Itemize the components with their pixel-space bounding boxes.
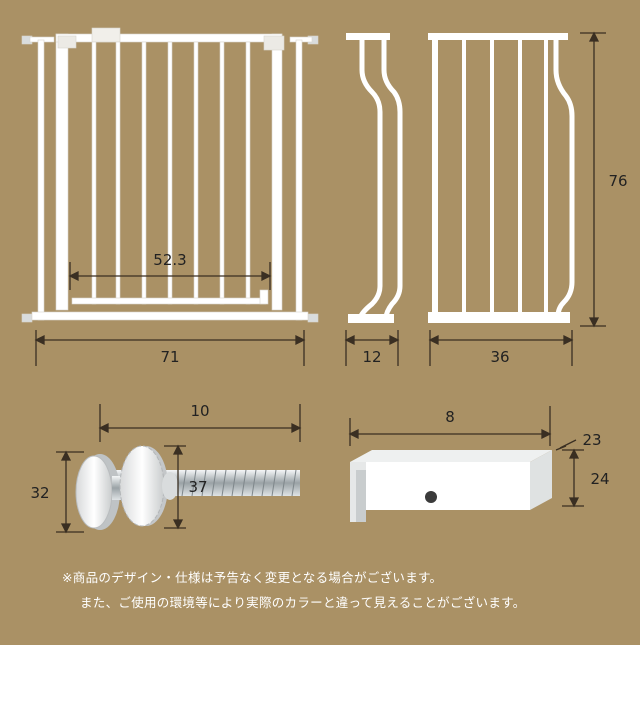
dimension-lines-bracket bbox=[348, 406, 584, 508]
extension-large-curved-post bbox=[553, 38, 575, 317]
label-bolt-knob-size: 37 bbox=[188, 478, 207, 496]
extension-small-bottom bbox=[348, 314, 394, 323]
label-knob-diameter: 32 bbox=[30, 484, 49, 502]
bracket-screw-hole bbox=[425, 491, 437, 503]
wall-bracket bbox=[350, 450, 552, 522]
extension-small-top bbox=[346, 33, 390, 40]
label-gate-total-width: 71 bbox=[160, 348, 179, 366]
dimension-lines-bolt bbox=[56, 404, 302, 534]
note-line-2: また、ご使用の環境等により実際のカラーと違って見えることがございます。 bbox=[80, 595, 526, 610]
label-gate-height: 76 bbox=[608, 172, 627, 190]
label-extension-large-width: 36 bbox=[490, 348, 509, 366]
label-bolt-length: 10 bbox=[190, 402, 209, 420]
label-gate-inner-width: 52.3 bbox=[153, 251, 186, 269]
extension-large bbox=[428, 33, 570, 323]
main-gate bbox=[21, 27, 319, 323]
label-bracket-height: 24 bbox=[590, 470, 609, 488]
label-bracket-top: 23 bbox=[582, 431, 601, 449]
label-bracket-length: 8 bbox=[445, 408, 455, 426]
label-extension-small-width: 12 bbox=[362, 348, 381, 366]
dimension-illustration: 52.3 71 12 36 76 10 32 37 8 23 24 bbox=[21, 27, 628, 534]
pressure-bolt bbox=[75, 445, 300, 530]
dimension-lines-top bbox=[34, 31, 606, 366]
note-line-1: ※商品のデザイン・仕様は予告なく変更となる場合がございます。 bbox=[62, 570, 443, 585]
extension-small bbox=[357, 38, 403, 319]
